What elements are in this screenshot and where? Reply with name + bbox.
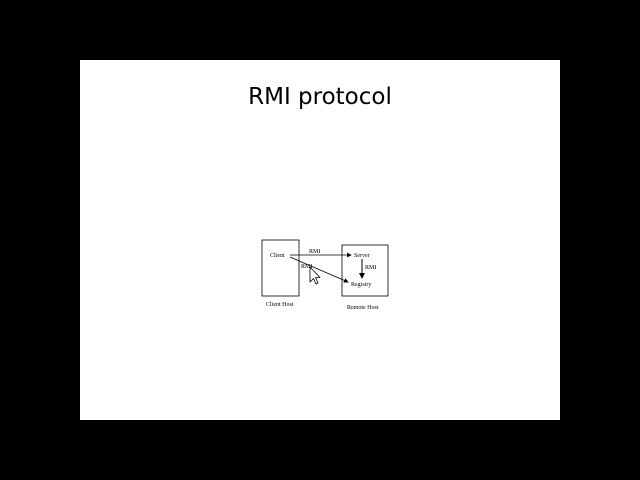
arrow-client-to-registry <box>289 256 349 283</box>
client-host-box <box>261 239 300 297</box>
registry-label: Registry <box>351 282 371 288</box>
slide-title: RMI protocol <box>248 84 392 110</box>
arrow-rmi-top-label: RMI <box>309 249 320 255</box>
slide: RMI protocol Client Client Host Server R… <box>80 60 560 420</box>
arrow-rmi-diag-label: RMI <box>301 264 312 270</box>
remote-host-label: Remote Host <box>347 305 379 311</box>
mouse-pointer-icon <box>309 266 321 285</box>
server-label: Server <box>354 253 370 259</box>
client-label: Client <box>270 253 285 259</box>
client-host-label: Client Host <box>266 302 294 308</box>
arrow-rmi-down-label: RMI <box>365 265 376 271</box>
rmi-diagram: Client Client Host Server Registry Remot… <box>261 239 389 311</box>
remote-host-box <box>341 244 389 297</box>
